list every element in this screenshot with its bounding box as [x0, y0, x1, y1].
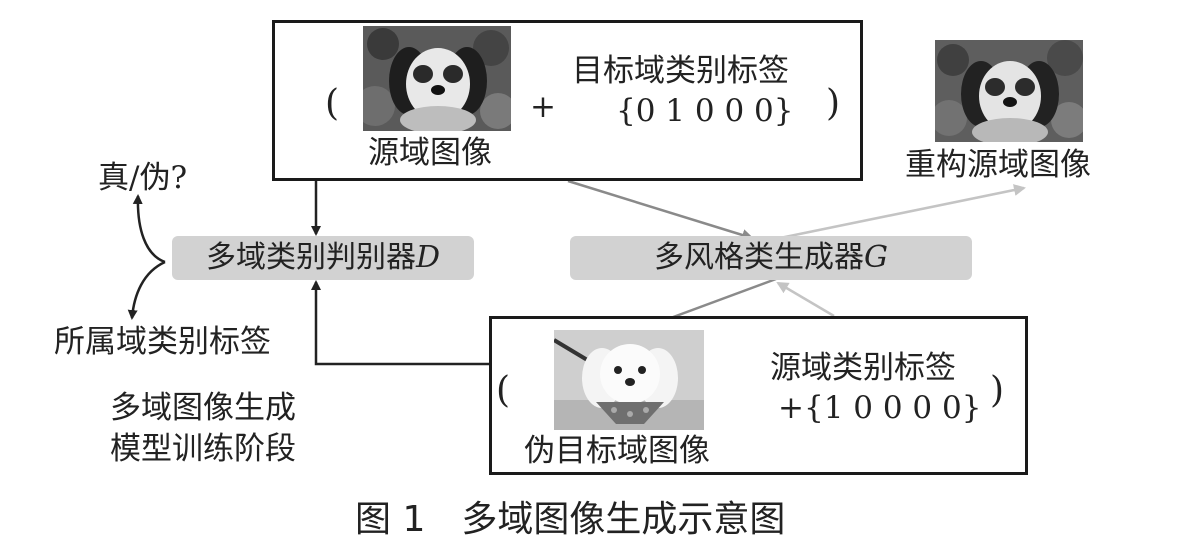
generator-label: 多风格类生成器 [654, 240, 865, 275]
source-label-title: 源域类别标签 [770, 350, 956, 386]
arrow-to-real-fake [132, 194, 166, 264]
figure-caption: 图 1 多域图像生成示意图 [355, 499, 786, 540]
arrow-bottombox-to-generator [776, 281, 835, 318]
stage-note-line1: 多域图像生成 [110, 390, 296, 426]
discriminator-symbol: D [415, 240, 441, 275]
top-right-paren: ) [826, 83, 841, 124]
source-label-vector: +{1 0 0 0 0} [778, 390, 982, 426]
top-left-paren: ( [325, 83, 340, 124]
source-domain-image [363, 26, 511, 131]
discriminator-label: 多域类别判别器 [205, 240, 416, 275]
bottom-right-paren: ) [990, 370, 1005, 411]
real-fake-output: 真/伪? [98, 160, 188, 196]
discriminator-module: 多域类别判别器D [172, 236, 474, 280]
target-label-vector: {0 1 0 0 0} [616, 93, 794, 129]
arrow-generator-to-reconstructed [779, 184, 1026, 240]
generator-symbol: G [864, 240, 888, 275]
stage-note-line2: 模型训练阶段 [110, 431, 296, 467]
top-plus-sign: + [530, 89, 556, 125]
fake-target-image [554, 330, 704, 430]
bottom-left-paren: ( [496, 370, 511, 411]
reconstructed-image [935, 40, 1083, 142]
generator-module: 多风格类生成器G [570, 236, 972, 280]
reconstructed-caption: 重构源域图像 [905, 147, 1091, 183]
source-image-caption: 源域图像 [368, 135, 492, 171]
target-label-title: 目标域类别标签 [572, 53, 789, 89]
arrow-to-domain-label [127, 260, 166, 320]
domain-label-output: 所属域类别标签 [54, 324, 271, 360]
arrow-topbox-to-generator [567, 179, 754, 241]
fake-target-caption: 伪目标域图像 [524, 433, 710, 469]
